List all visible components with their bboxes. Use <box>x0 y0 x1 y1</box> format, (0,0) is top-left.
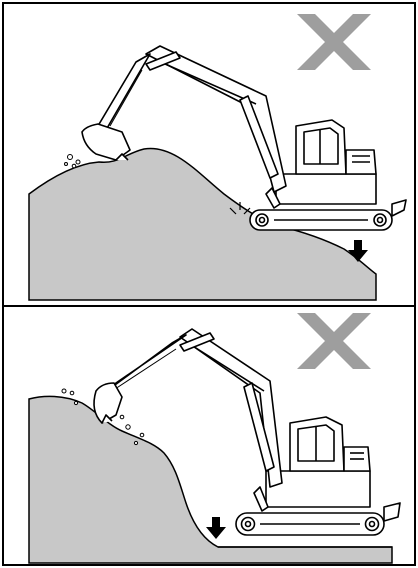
x-mark-icon <box>297 14 371 70</box>
soil-debris <box>65 155 81 168</box>
uphill-excavation-drawing <box>4 4 414 305</box>
undercut-excavation-drawing <box>4 307 414 564</box>
ground-subsidence-arrow-icon <box>206 517 226 539</box>
uphill-excavation-panel <box>4 4 414 305</box>
x-mark-icon <box>297 313 371 369</box>
undercut-excavation-panel <box>4 307 414 564</box>
